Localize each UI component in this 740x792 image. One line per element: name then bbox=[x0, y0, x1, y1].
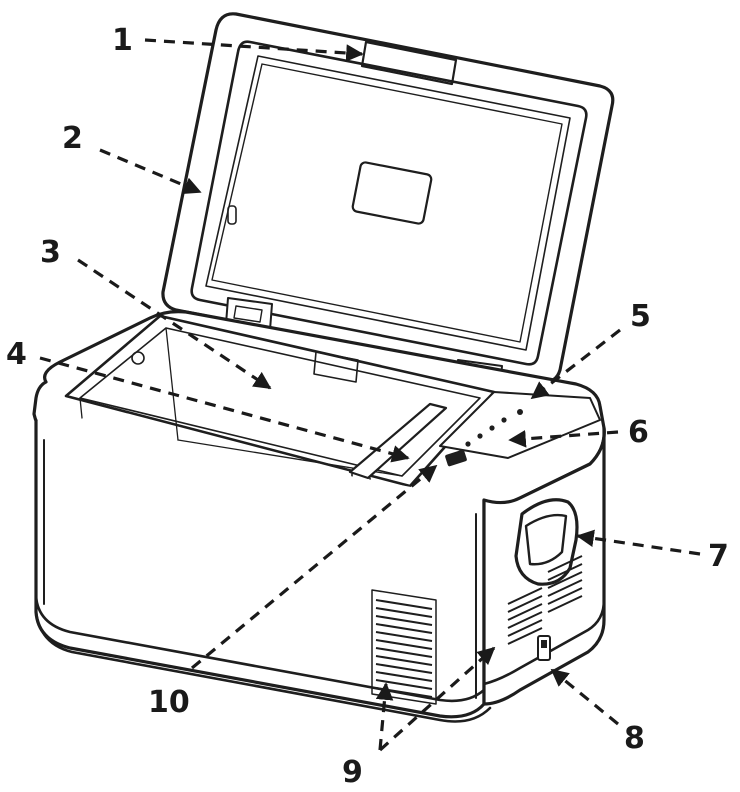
front-vent bbox=[371, 589, 437, 705]
fridge-body bbox=[32, 310, 606, 723]
callout-label-4: 4 bbox=[6, 337, 27, 372]
divider bbox=[348, 402, 448, 480]
callout-label-9: 9 bbox=[342, 755, 363, 790]
callout-label-5: 5 bbox=[630, 299, 651, 334]
control-panel bbox=[439, 391, 601, 459]
callout-label-1: 1 bbox=[112, 23, 133, 58]
callout-label-3: 3 bbox=[40, 235, 61, 270]
callout-label-7: 7 bbox=[708, 539, 729, 574]
lid-latch-icon bbox=[227, 205, 237, 225]
lid-center-plate bbox=[351, 161, 433, 225]
display-icon bbox=[445, 449, 467, 467]
callout-labels: 1 2 3 4 5 6 7 8 9 10 bbox=[6, 23, 729, 790]
power-socket bbox=[537, 635, 551, 661]
callout-lines bbox=[39, 38, 701, 752]
callout-label-6: 6 bbox=[628, 415, 649, 450]
callout-label-2: 2 bbox=[62, 121, 83, 156]
side-handle bbox=[514, 498, 579, 586]
side-vent bbox=[507, 555, 583, 645]
callout-label-8: 8 bbox=[624, 721, 645, 756]
panel-led-icon bbox=[517, 409, 523, 415]
callout-label-10: 10 bbox=[148, 685, 190, 720]
